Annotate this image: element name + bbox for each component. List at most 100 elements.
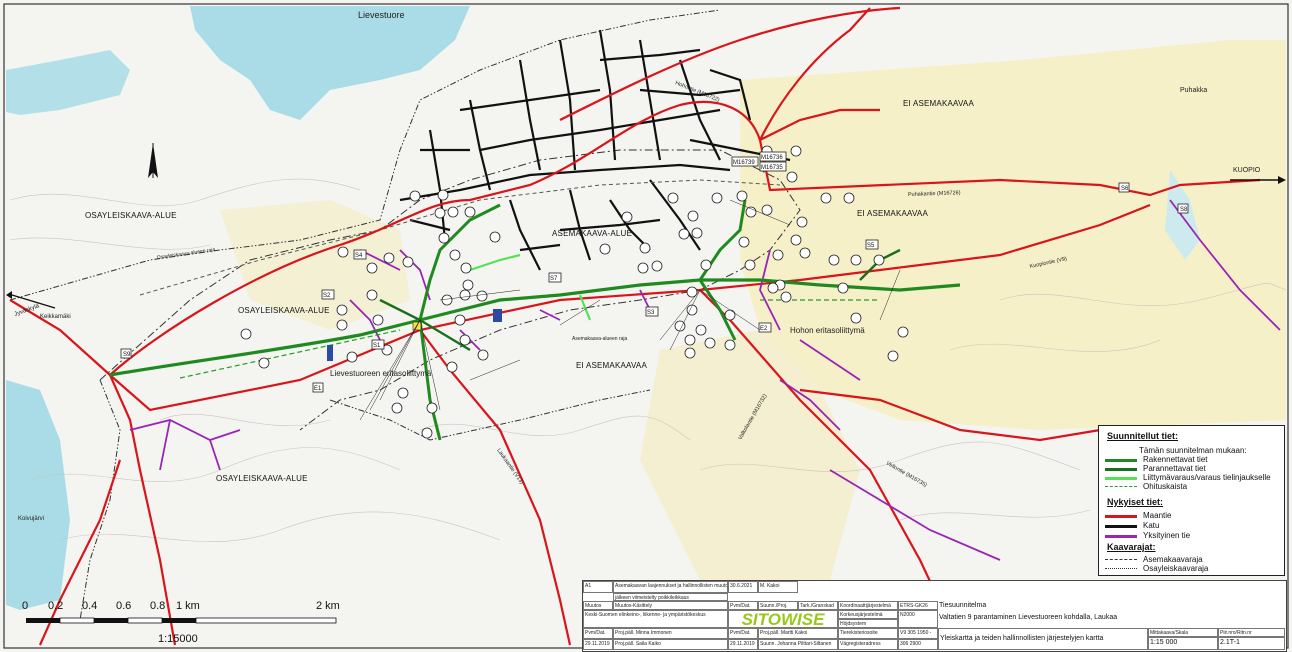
legend-label-passing: Ohituskaista <box>1143 482 1188 491</box>
code-m16735: M16735 <box>761 165 783 171</box>
scale-bar-graphic <box>26 617 337 624</box>
map-legend: Suunnitellut tiet: Tämän suunnitelman mu… <box>1098 425 1285 576</box>
code-m16739: M16739 <box>733 160 755 166</box>
tb-n2000: N2000 <box>898 610 938 628</box>
place-label-lievestuoreen-eritasoliittyma: Lievestuoreen eritasoliittymä <box>330 369 432 378</box>
legend-label-master-border: Osayleiskaavaraja <box>1143 564 1209 573</box>
legend-swatch-detailed-border <box>1105 559 1137 560</box>
built-road-ramp-north <box>418 203 501 321</box>
code-s5: S5 <box>867 243 875 249</box>
code-s6: S6 <box>1121 186 1129 192</box>
code-s7: S7 <box>550 276 558 282</box>
place-label-puhakka: Puhakka <box>1180 87 1207 94</box>
north-arrow-icon <box>148 143 158 178</box>
tb-plan-type: Tiesuunnitelma <box>939 602 987 609</box>
area-label-ei-asemakaavaa-3: EI ASEMAKAAVAA <box>576 361 647 370</box>
legend-label-reservation: Liittymävaraus/varaus tielinjaukselle <box>1143 473 1271 482</box>
tb-suunn-proj: Suunn./Proj. <box>758 601 798 610</box>
code-s2: S2 <box>323 293 331 299</box>
tb-revision-note: Asemakaavan laajennukset ja hallinnollis… <box>613 581 728 593</box>
tb-drawing-no-label: Piir.nro/Ritn.nr <box>1218 628 1285 637</box>
field-area-east <box>740 40 1286 430</box>
area-label-osayleiskaava-2: OSAYLEISKAAVA-ALUE <box>238 306 330 315</box>
tb-tieosa-2: 306 2900 <box>898 639 938 650</box>
tb-company-logo: SITOWISE <box>728 610 838 628</box>
tb-vagreg: Vägregisteradress <box>838 639 898 650</box>
tb-proj-pall-2: Proj.päll. Saila Kaiko <box>613 639 728 650</box>
tb-project-name: Valtatien 9 parantaminen Lievestuoreen k… <box>939 614 1118 621</box>
legend-title-existing: Nykyiset tiet: <box>1107 497 1164 507</box>
area-label-osayleiskaava-3: OSAYLEISKAAVA-ALUE <box>216 474 308 483</box>
legend-swatch-master-border <box>1105 568 1137 569</box>
scale-tick-0: 0 <box>22 600 29 612</box>
legend-subtitle-planned: Tämän suunnitelman mukaan: <box>1139 446 1247 455</box>
legend-label-detailed-border: Asemakaavaraja <box>1143 555 1203 564</box>
private-road-network <box>129 199 1281 561</box>
tb-date-rev: 30.6.2021 <box>728 581 758 593</box>
place-label-kuopio: KUOPIO <box>1233 167 1261 174</box>
code-boxes <box>120 151 1189 393</box>
built-road-hoho-south <box>698 279 737 341</box>
tb-revision-note2: jälkeen viimeistelty poikkileikkaus <box>613 593 728 601</box>
scale-tick-1km: 1 km <box>176 600 200 612</box>
legend-label-built: Rakennettavat tiet <box>1143 455 1208 464</box>
title-block: A1 Asemakaavan laajennukset ja hallinnol… <box>582 580 1287 652</box>
code-e2: E2 <box>760 326 768 332</box>
tb-etrs: ETRS-GK26 <box>898 601 938 610</box>
legend-label-private: Yksityinen tie <box>1143 531 1191 540</box>
legend-swatch-passing <box>1105 486 1137 487</box>
legend-title-plan-borders: Kaavarajat: <box>1107 542 1156 552</box>
direction-arrow-kuopio-icon <box>1230 176 1286 184</box>
reservation-road-2 <box>578 294 592 321</box>
place-label-lievestuore: Lievestuore <box>358 10 405 20</box>
tb-suunn-3: Suunn. Johanna Pilttari-Siltanen <box>758 639 838 650</box>
label-asemakaava-raja: Asemakaava-alueen raja <box>572 336 628 342</box>
bridge-icon <box>493 309 502 322</box>
tb-signer-rev: M. Kakoi <box>758 581 798 593</box>
pond-east <box>1165 170 1200 260</box>
culvert-icon <box>327 345 333 361</box>
place-label-koivujarvi: Koivujärvi <box>18 516 44 522</box>
street-network <box>399 29 791 271</box>
built-road-ramp-south <box>418 319 442 441</box>
lake-koivujarvi <box>6 380 70 610</box>
legend-swatch-reservation <box>1105 477 1137 480</box>
tb-pvm-dat-2: Pvm/Dat. <box>583 628 613 639</box>
tb-tark-granskad: Tark./Granskad <box>798 601 838 610</box>
tb-tieosa: V9 305 1950 - <box>898 628 938 639</box>
field-area-west <box>220 200 410 330</box>
sign-markers <box>240 145 909 439</box>
legend-label-street: Katu <box>1143 521 1160 530</box>
scale-tick-0-4: 0.4 <box>82 600 98 612</box>
contour-lines <box>9 178 1287 542</box>
tb-hojsystem: Höjdsystem <box>838 619 898 628</box>
tb-date-2: 29.11.2019 <box>728 639 758 650</box>
legend-label-highway: Maantie <box>1143 511 1172 520</box>
legend-swatch-street <box>1105 525 1137 528</box>
tb-scale-value: 1:15 000 <box>1148 637 1218 650</box>
scale-tick-0-8: 0.8 <box>150 600 166 612</box>
legend-swatch-private <box>1105 535 1137 538</box>
direction-arrow-jyvaskyla-icon <box>6 291 56 309</box>
lake-northwest <box>6 50 130 115</box>
legend-label-improved: Parannettavat tiet <box>1143 464 1206 473</box>
leader-lines <box>359 199 901 421</box>
scale-bar: 0 0.2 0.4 0.6 0.8 1 km 2 km 1:15000 <box>18 600 378 650</box>
area-label-osayleiskaava-1: OSAYLEISKAAVA-ALUE <box>85 211 177 220</box>
place-label-hohon-eritasoliittyma: Hohon eritasoliittymä <box>790 326 865 335</box>
scale-tick-0-2: 0.2 <box>48 600 64 612</box>
tb-korkeus: Korkeusjärjestelmä <box>838 610 898 619</box>
tb-scale-label: Mittakaava/Skala <box>1148 628 1218 637</box>
legend-swatch-built <box>1105 459 1137 462</box>
tb-muutos-kasittely: Muutos-Käsittely <box>613 601 728 610</box>
railway-line <box>139 179 781 296</box>
area-label-asemakaava: ASEMAKAAVA-ALUE <box>552 229 632 238</box>
tb-revision: A1 <box>583 581 613 593</box>
code-m16736: M16736 <box>761 155 783 161</box>
code-s4: S4 <box>355 253 363 259</box>
legend-swatch-highway <box>1105 515 1137 518</box>
passing-lane-west <box>179 329 401 379</box>
legend-swatch-improved <box>1105 468 1137 471</box>
tb-pvm-dat: Pvm/Dat. <box>728 601 758 610</box>
